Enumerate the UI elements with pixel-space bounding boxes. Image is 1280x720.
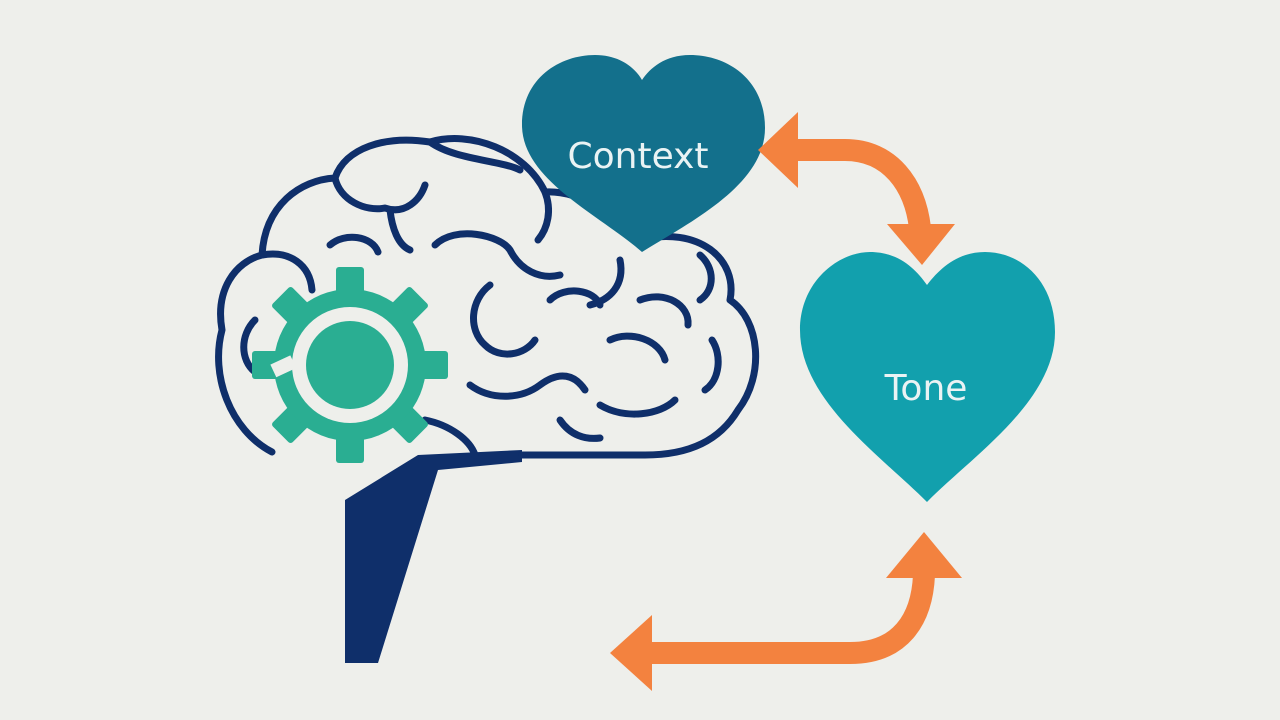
return-arrow bbox=[610, 532, 962, 691]
gear-icon bbox=[252, 267, 448, 463]
tone-node: Tone bbox=[800, 252, 1055, 502]
arrow-head-left bbox=[758, 112, 798, 188]
arrow-head-left bbox=[610, 615, 652, 691]
arrow-head-down bbox=[887, 224, 955, 265]
tone-label: Tone bbox=[884, 368, 968, 409]
context-tone-arrow bbox=[758, 112, 955, 265]
context-node: Context bbox=[522, 55, 765, 252]
brain-icon bbox=[215, 135, 760, 459]
brain-stem bbox=[345, 450, 522, 663]
heart-icon bbox=[800, 252, 1055, 502]
context-label: Context bbox=[567, 136, 708, 177]
heart-icon bbox=[522, 55, 765, 252]
arrow-head-up bbox=[886, 532, 962, 578]
